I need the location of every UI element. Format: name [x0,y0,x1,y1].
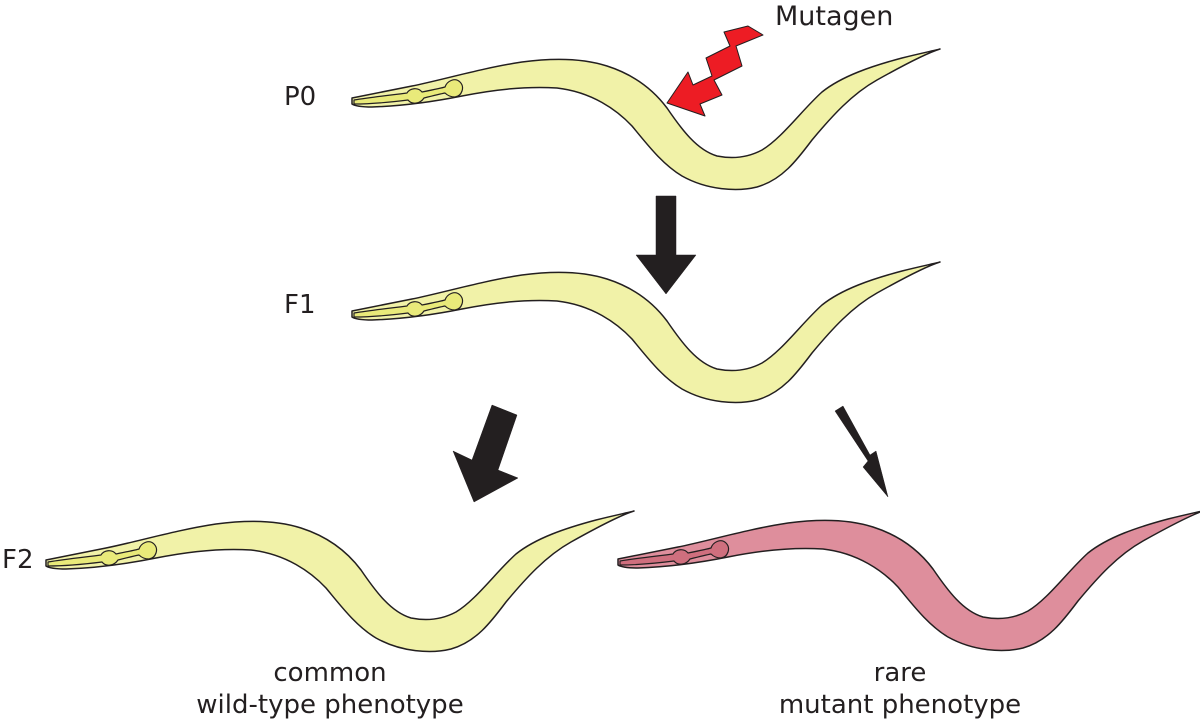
worm-body [351,261,941,404]
worm-body [351,48,941,191]
worm-f2-wild-type [45,510,635,653]
generation-label-f1: F1 [284,290,316,320]
caption-frequency: rare [873,658,927,688]
worm-p0 [351,48,941,191]
caption-phenotype: mutant phenotype [778,690,1022,720]
caption-frequency: common [273,658,387,688]
worm-body [617,509,1200,652]
generation-label-f2: F2 [2,545,34,575]
worm-f1 [351,261,941,404]
arrow-f1-to-f2-rare [834,405,889,498]
worm-f2-mutant [617,509,1200,652]
mutagen-lightning-arrow [666,25,764,117]
generation-label-p0: P0 [284,82,317,112]
mutagen-label: Mutagen [775,1,894,32]
worm-body [45,510,635,653]
caption-rare-mutant: rare mutant phenotype [720,657,1080,721]
arrow-p0-to-f1 [635,195,697,295]
caption-phenotype: wild-type phenotype [196,690,464,720]
caption-common-wild-type: common wild-type phenotype [150,657,510,721]
arrow-f1-to-f2-common [452,404,519,503]
